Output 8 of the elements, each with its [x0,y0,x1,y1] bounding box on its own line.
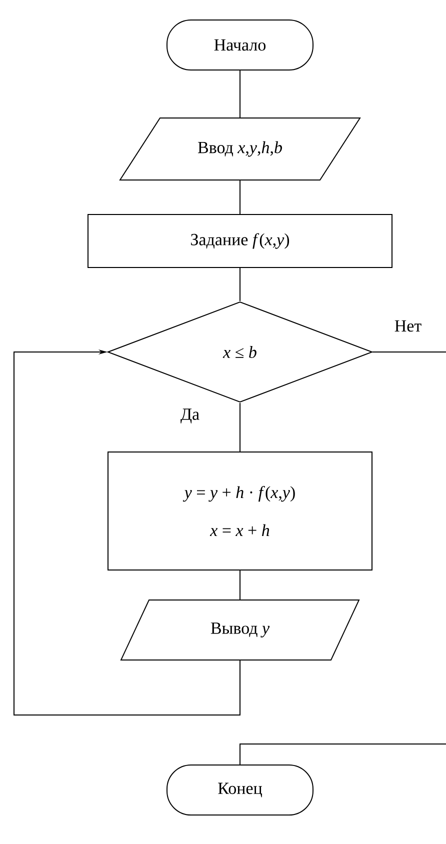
terminal-box: Конец [166,764,314,816]
connector [14,349,240,716]
terminal-box: Начало [166,20,314,70]
process-box: Задание f(x,y) [88,214,392,268]
edge-label: Нет [393,319,423,333]
process-box: y = y + h · f(x,y) x = x + h [108,452,372,570]
edge-label: Да [179,408,201,424]
connector [240,744,446,765]
